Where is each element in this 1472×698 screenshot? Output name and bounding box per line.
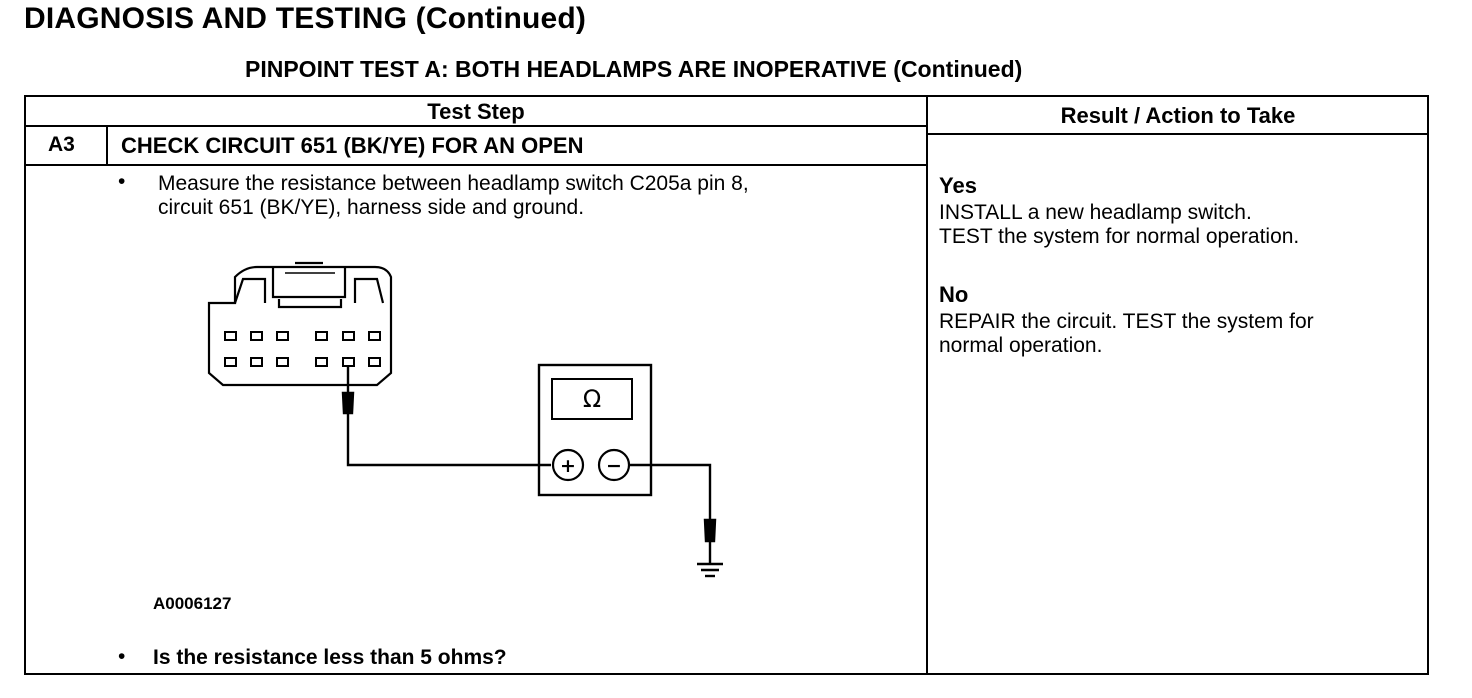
step-id: A3 [48, 133, 75, 156]
ohm-symbol: Ω [583, 385, 601, 413]
result-no-label: No [939, 282, 969, 307]
result-no-line-1: REPAIR the circuit. TEST the system for [939, 310, 1314, 333]
header-test-step: Test Step [427, 99, 525, 124]
connector-pins [224, 331, 381, 367]
result-yes-action: INSTALL a new headlamp switch. TEST the … [939, 201, 1299, 249]
positive-terminal-icon: + [560, 455, 576, 477]
test-lead-wires [341, 366, 723, 578]
header-divider-left [24, 125, 928, 127]
question-bullet: • [118, 645, 126, 668]
instruction-text: Measure the resistance between headlamp … [158, 172, 749, 220]
column-divider [926, 95, 928, 675]
header-result-action: Result / Action to Take [1060, 103, 1296, 128]
header-divider-right [926, 133, 1429, 135]
result-yes-line-1: INSTALL a new headlamp switch. [939, 201, 1252, 224]
connector-icon [207, 261, 393, 387]
result-no-line-2: normal operation. [939, 334, 1103, 357]
result-yes-line-2: TEST the system for normal operation. [939, 225, 1300, 248]
step-title: CHECK CIRCUIT 651 (BK/YE) FOR AN OPEN [121, 133, 584, 158]
step-row-divider [24, 164, 928, 166]
pinpoint-test-title: PINPOINT TEST A: BOTH HEADLAMPS ARE INOP… [245, 56, 1023, 82]
instruction-line-2: circuit 651 (BK/YE), harness side and gr… [158, 196, 585, 219]
step-id-divider [106, 125, 108, 166]
ohmmeter-icon: Ω + − [537, 363, 653, 497]
page-title: DIAGNOSIS AND TESTING (Continued) [24, 2, 587, 35]
wiring-diagram: Ω + − [207, 261, 723, 578]
instruction-bullet: • [118, 170, 126, 193]
diagram-id: A0006127 [153, 594, 232, 613]
question-text: Is the resistance less than 5 ohms? [153, 646, 507, 669]
result-no-action: REPAIR the circuit. TEST the system for … [939, 310, 1314, 358]
instruction-line-1: Measure the resistance between headlamp … [158, 172, 749, 195]
result-yes-label: Yes [939, 173, 977, 198]
test-table [24, 95, 1429, 675]
negative-terminal-icon: − [606, 455, 622, 477]
